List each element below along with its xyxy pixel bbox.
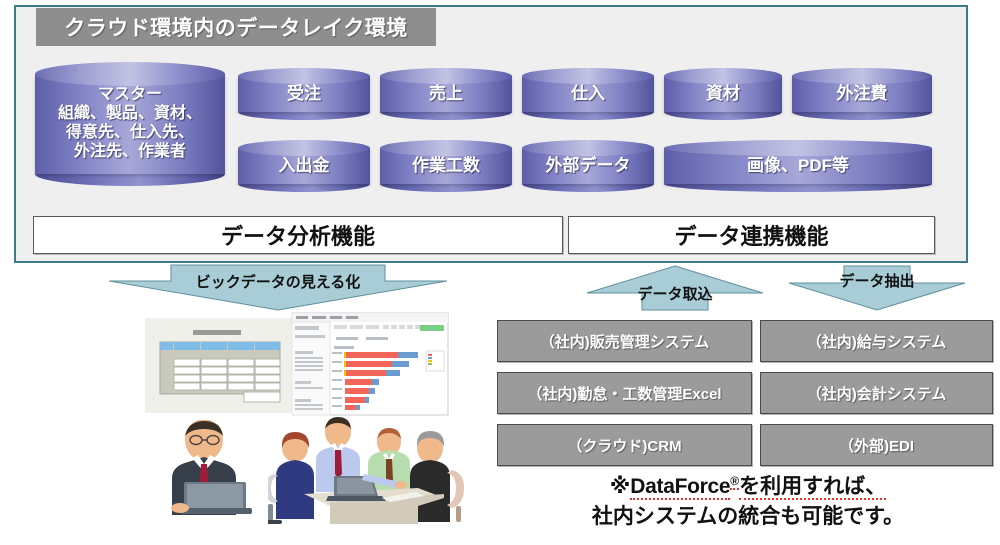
datastore-sagyokosu: 作業工数 bbox=[380, 140, 512, 192]
datastore-label: 仕入 bbox=[571, 83, 605, 103]
system-box-label: （社内)勤怠・工数管理Excel bbox=[527, 385, 722, 403]
arrow-visualize-label: ビックデータの見える化 bbox=[195, 274, 361, 291]
datastore-gaichuhi: 外注費 bbox=[792, 68, 932, 120]
function-box-data-analysis: データ分析機能 bbox=[33, 216, 563, 254]
footnote: ※DataForce®を利用すれば、 社内システムの統合も可能です。 bbox=[498, 472, 998, 533]
cylinder-top bbox=[522, 68, 654, 84]
datastore-label: 外部データ bbox=[545, 155, 631, 175]
system-box-label: （社内)会計システム bbox=[806, 385, 947, 403]
datastore-shiire: 仕入 bbox=[522, 68, 654, 120]
system-box-sales-management: （社内)販売管理システム bbox=[497, 320, 752, 362]
cylinder-top bbox=[380, 140, 512, 156]
system-box-label: （社内)販売管理システム bbox=[539, 333, 710, 351]
cloud-environment-banner: クラウド環境内のデータレイク環境 bbox=[36, 8, 436, 46]
arrow-ingest-label: データ取込 bbox=[637, 286, 713, 303]
master-line-4: 外注先、作業者 bbox=[73, 142, 186, 160]
datastore-label: 作業工数 bbox=[412, 155, 480, 175]
datastore-label: 受注 bbox=[287, 83, 321, 103]
person-with-laptop-illustration bbox=[171, 420, 252, 515]
datastore-label: 売上 bbox=[429, 83, 463, 103]
function-box-label: データ連携機能 bbox=[674, 224, 829, 249]
master-line-1: マスター bbox=[97, 86, 162, 104]
system-box-label: （クラウド)CRM bbox=[567, 437, 682, 455]
spreadsheet-illustration bbox=[145, 318, 295, 413]
cloud-environment-banner-label: クラウド環境内のデータレイク環境 bbox=[64, 17, 408, 40]
system-box-external-edi: （外部)EDI bbox=[760, 424, 993, 466]
arrow-extract-icon bbox=[788, 265, 966, 311]
dashboard-illustration bbox=[291, 312, 449, 416]
datastore-label: 入出金 bbox=[278, 155, 330, 175]
illustration-group bbox=[140, 308, 490, 545]
footnote-suffix: を利用すれば、 bbox=[739, 475, 887, 500]
master-line-2: 組織、製品、資材、 bbox=[57, 105, 202, 123]
cylinder-top bbox=[238, 140, 370, 156]
datastore-shizai: 資材 bbox=[664, 68, 782, 120]
cylinder-top bbox=[238, 68, 370, 84]
footnote-line-2: 社内システムの統合も可能です。 bbox=[591, 505, 905, 529]
footnote-prefix: ※ bbox=[609, 475, 631, 498]
meeting-illustration bbox=[268, 417, 464, 524]
cylinder-top bbox=[664, 140, 932, 156]
datastore-nyushukkin: 入出金 bbox=[238, 140, 370, 192]
arrow-ingest-icon bbox=[586, 265, 764, 311]
cylinder-top bbox=[664, 68, 782, 84]
system-box-accounting: （社内)会計システム bbox=[760, 372, 993, 414]
arrow-visualize-icon bbox=[108, 264, 448, 311]
system-box-label: （外部)EDI bbox=[838, 437, 914, 455]
datastore-label: 資材 bbox=[706, 83, 740, 103]
datastore-gaibudata: 外部データ bbox=[522, 140, 654, 192]
datastore-gazo-pdf: 画像、PDF等 bbox=[664, 140, 932, 192]
cylinder-body bbox=[35, 74, 225, 174]
cylinder-top bbox=[522, 140, 654, 156]
arrow-extract-label: データ抽出 bbox=[839, 273, 915, 290]
function-box-data-linkage: データ連携機能 bbox=[568, 216, 935, 254]
footnote-registered-mark: ® bbox=[730, 474, 740, 490]
datastore-master: マスター 組織、製品、資材、 得意先、仕入先、 外注先、作業者 bbox=[35, 62, 225, 186]
datastore-label: 外注費 bbox=[836, 83, 888, 103]
function-box-label: データ分析機能 bbox=[220, 224, 375, 249]
datastore-master-label: マスター 組織、製品、資材、 得意先、仕入先、 外注先、作業者 bbox=[35, 86, 225, 162]
footnote-brand: DataForce bbox=[630, 475, 731, 500]
master-line-3: 得意先、仕入先、 bbox=[65, 124, 194, 141]
footnote-line-1: ※DataForce®を利用すれば、 bbox=[498, 472, 998, 502]
datastore-juchu: 受注 bbox=[238, 68, 370, 120]
system-box-attendance-excel: （社内)勤怠・工数管理Excel bbox=[497, 372, 752, 414]
system-box-cloud-crm: （クラウド)CRM bbox=[497, 424, 752, 466]
cylinder-top bbox=[35, 62, 225, 86]
system-box-payroll: （社内)給与システム bbox=[760, 320, 993, 362]
system-box-label: （社内)給与システム bbox=[806, 333, 947, 351]
datastore-uriage: 売上 bbox=[380, 68, 512, 120]
cylinder-top bbox=[380, 68, 512, 84]
datastore-label: 画像、PDF等 bbox=[747, 155, 849, 175]
cylinder-top bbox=[792, 68, 932, 84]
